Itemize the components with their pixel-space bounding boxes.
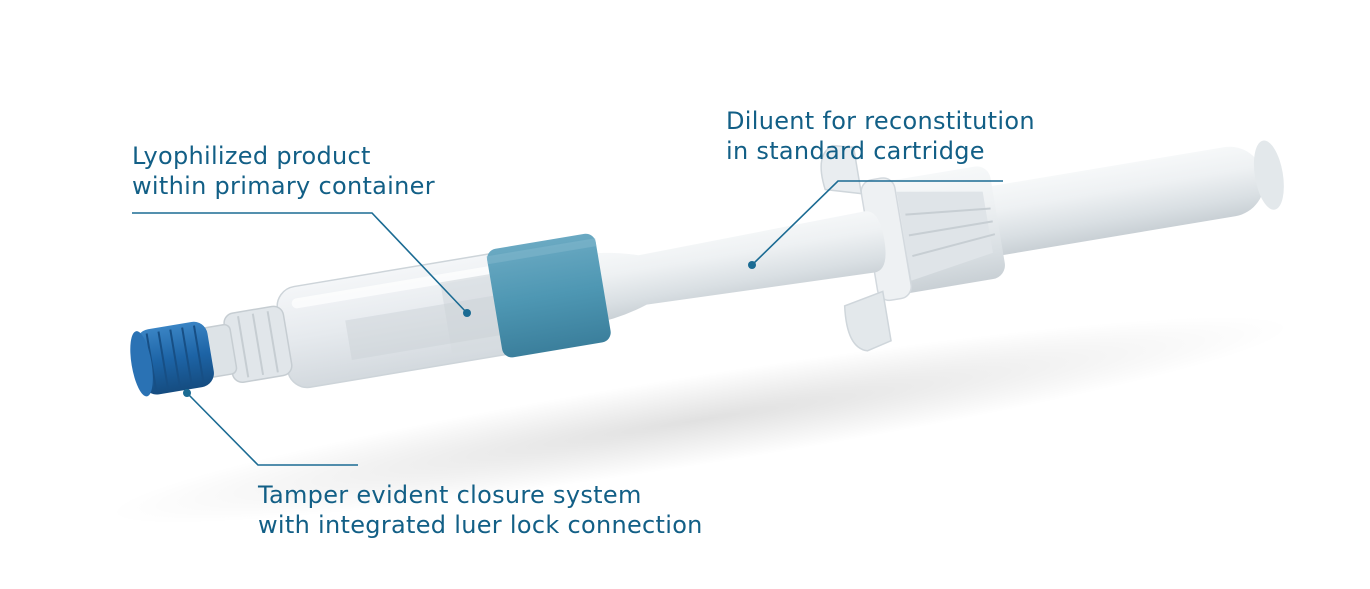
callout-line-closure [183, 389, 358, 466]
luer-connector [199, 305, 293, 384]
diluent-housing [577, 211, 886, 325]
callout-closure-line2: with integrated luer lock connection [258, 511, 703, 539]
callout-label-closure: Tamper evident closure system with integ… [258, 480, 703, 540]
callout-closure-line1: Tamper evident closure system [258, 481, 642, 509]
callout-lyophilized-line1: Lyophilized product [132, 142, 371, 170]
callout-label-diluent: Diluent for reconstitution in standard c… [726, 106, 1035, 166]
callout-line-lyophilized [132, 212, 471, 317]
blue-band [486, 233, 611, 358]
callout-line-diluent [748, 180, 1003, 269]
callout-diluent-line2: in standard cartridge [726, 137, 985, 165]
callout-lyophilized-line2: within primary container [132, 172, 435, 200]
ground-shadow [107, 316, 1293, 524]
tamper-evident-cap [130, 321, 214, 397]
callout-diluent-line1: Diluent for reconstitution [726, 107, 1035, 135]
callout-label-lyophilized: Lyophilized product within primary conta… [132, 141, 435, 201]
